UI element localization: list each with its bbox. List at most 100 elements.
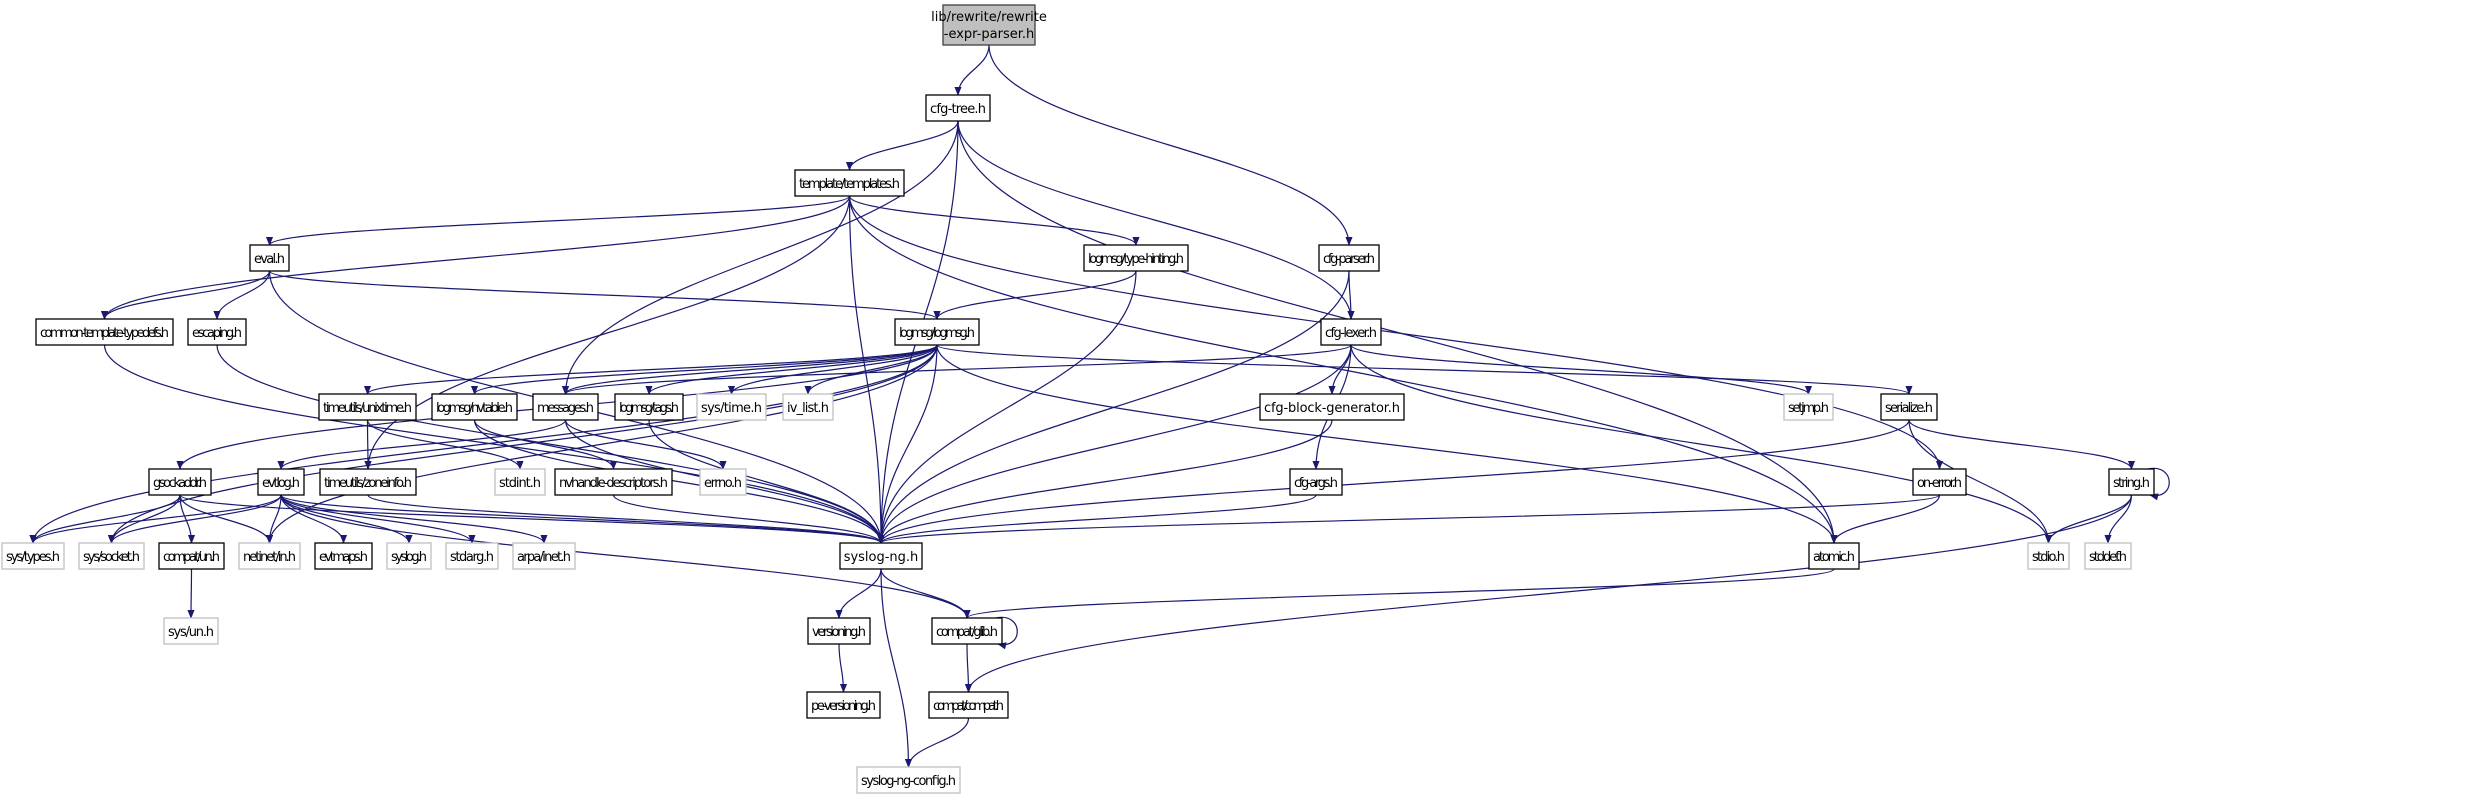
node-compat[interactable]: compat/compat.h — [928, 691, 1009, 719]
node-glib[interactable]: compat/glib.h — [931, 617, 1003, 645]
node-label: serialize.h — [1885, 401, 1933, 416]
node-box — [35, 318, 174, 346]
node-cfglexer[interactable]: cfg-lexer.h — [1320, 318, 1382, 346]
node-syslogh[interactable]: syslog.h — [386, 542, 432, 570]
node-label: nvhandle-descriptors.h — [559, 476, 668, 491]
node-messages[interactable]: messages.h — [532, 393, 599, 421]
node-label: timeutils/unixtime.h — [323, 401, 412, 416]
edge-logmsg-to-tags — [645, 344, 938, 395]
edge-string-to-string — [2147, 467, 2170, 501]
node-stdint[interactable]: stdint.h — [494, 468, 546, 496]
node-root[interactable]: lib/rewrite/rewrite-expr-parser.h — [931, 4, 1047, 46]
edge-evtlog-to-syssocket — [107, 494, 282, 544]
node-stddef[interactable]: stddef.h — [2084, 542, 2132, 570]
edge-string-to-compat — [965, 494, 2133, 693]
node-arpainet[interactable]: arpa/inet.h — [512, 542, 576, 570]
node-syssocket[interactable]: sys/socket.h — [78, 542, 145, 570]
node-cfgparser[interactable]: cfg-parser.h — [1318, 244, 1380, 272]
node-logmsg[interactable]: logmsg/logmsg.h — [894, 318, 980, 346]
node-box — [445, 542, 499, 570]
edge-templates-to-eval — [266, 195, 851, 246]
node-label: lib/rewrite/rewrite — [931, 10, 1047, 25]
node-sysun[interactable]: sys/un.h — [163, 617, 219, 645]
edge-onerror-to-atomic — [1830, 494, 1941, 544]
node-label: cfg-lexer.h — [1325, 326, 1377, 341]
node-box — [187, 318, 247, 346]
node-eval[interactable]: eval.h — [249, 244, 290, 272]
node-label: errno.h — [704, 476, 742, 491]
node-gsockaddr[interactable]: gsockaddr.h — [148, 468, 212, 496]
node-box — [2108, 468, 2155, 496]
node-escaping[interactable]: escaping.h — [187, 318, 247, 346]
node-peversioning[interactable]: pe-versioning.h — [806, 691, 881, 719]
node-stdio[interactable]: stdio.h — [2027, 542, 2070, 570]
edge-logmsg-to-systypes — [29, 344, 938, 544]
edge-evtlog-to-syslogh — [280, 494, 413, 544]
node-box — [806, 691, 881, 719]
node-box — [386, 542, 432, 570]
node-compatun[interactable]: compat/un.h — [158, 542, 225, 570]
edge-unixtime-to-stdint — [366, 419, 524, 470]
node-label: on-error.h — [1917, 476, 1962, 491]
edge-cfgtree-to-messages — [561, 120, 959, 395]
node-ctt[interactable]: common-template-typedefs.h — [35, 318, 174, 346]
node-label: evtlog.h — [262, 476, 300, 491]
edge-cfglexer-to-stdio — [1350, 344, 2053, 544]
node-label: syslog.h — [391, 550, 427, 565]
node-label: cfg-block-generator.h — [1264, 401, 1400, 416]
node-box — [532, 393, 599, 421]
node-netinet[interactable]: netinet/in.h — [238, 542, 301, 570]
node-evtlog[interactable]: evtlog.h — [257, 468, 305, 496]
node-nvtable[interactable]: logmsg/nvtable.h — [431, 393, 518, 421]
edge-cbg-to-syslogng — [877, 419, 1333, 544]
node-tags[interactable]: logmsg/tags.h — [614, 393, 684, 421]
node-syslogng[interactable]: syslog-ng.h — [839, 542, 923, 570]
node-cfgargs[interactable]: cfg-args.h — [1289, 468, 1343, 496]
node-setjmp[interactable]: setjmp.h — [1783, 393, 1834, 421]
node-label: compat/glib.h — [936, 625, 998, 640]
node-versioning[interactable]: versioning.h — [807, 617, 871, 645]
node-label: escaping.h — [192, 326, 242, 341]
edge-serialize-to-syslogng — [877, 419, 1910, 544]
node-box — [931, 617, 1003, 645]
node-atomic[interactable]: atomic.h — [1808, 542, 1860, 570]
node-box — [839, 542, 923, 570]
node-box — [807, 617, 871, 645]
node-evtmaps[interactable]: evtmaps.h — [314, 542, 373, 570]
node-label: stddef.h — [2089, 550, 2127, 565]
edge-eval-to-logmsg — [268, 270, 941, 320]
node-errno[interactable]: errno.h — [699, 468, 747, 496]
node-ivlist[interactable]: iv_list.h — [782, 393, 834, 421]
edge-gsockaddr-to-syslogng — [179, 494, 885, 544]
node-zoneinfo[interactable]: timeutils/zoneinfo.h — [319, 468, 417, 496]
node-box — [158, 542, 225, 570]
node-cfgtree[interactable]: cfg-tree.h — [925, 94, 991, 122]
node-unixtime[interactable]: timeutils/unixtime.h — [318, 393, 417, 421]
node-box — [856, 766, 961, 794]
node-systypes[interactable]: sys/types.h — [1, 542, 65, 570]
node-box — [1783, 393, 1834, 421]
node-label: eval.h — [254, 252, 285, 267]
edge-escaping-to-syslogng — [216, 344, 885, 544]
node-serialize[interactable]: serialize.h — [1880, 393, 1938, 421]
edge-zoneinfo-to-syslogng — [367, 494, 885, 544]
node-config[interactable]: syslog-ng-config.h — [856, 766, 961, 794]
node-stdarg[interactable]: stdarg.h — [445, 542, 499, 570]
node-string[interactable]: string.h — [2108, 468, 2155, 496]
edge-tags-to-syslogng — [648, 419, 885, 544]
edge-cfglexer-to-messages — [562, 344, 1352, 395]
node-systime[interactable]: sys/time.h — [696, 393, 767, 421]
node-label: sys/types.h — [6, 550, 60, 565]
edge-syslogng-to-versioning — [835, 568, 882, 619]
node-label: syslog-ng.h — [844, 550, 919, 565]
node-templates[interactable]: template/templates.h — [794, 169, 905, 197]
node-label: versioning.h — [812, 625, 866, 640]
node-nvhandle[interactable]: nvhandle-descriptors.h — [554, 468, 673, 496]
edge-evtlog-to-glib — [280, 494, 971, 619]
node-box — [1289, 468, 1343, 496]
node-typehint[interactable]: logmsg/type-hinting.h — [1083, 244, 1189, 272]
node-onerror[interactable]: on-error.h — [1912, 468, 1967, 496]
node-box — [2084, 542, 2132, 570]
node-cbg[interactable]: cfg-block-generator.h — [1259, 393, 1405, 421]
